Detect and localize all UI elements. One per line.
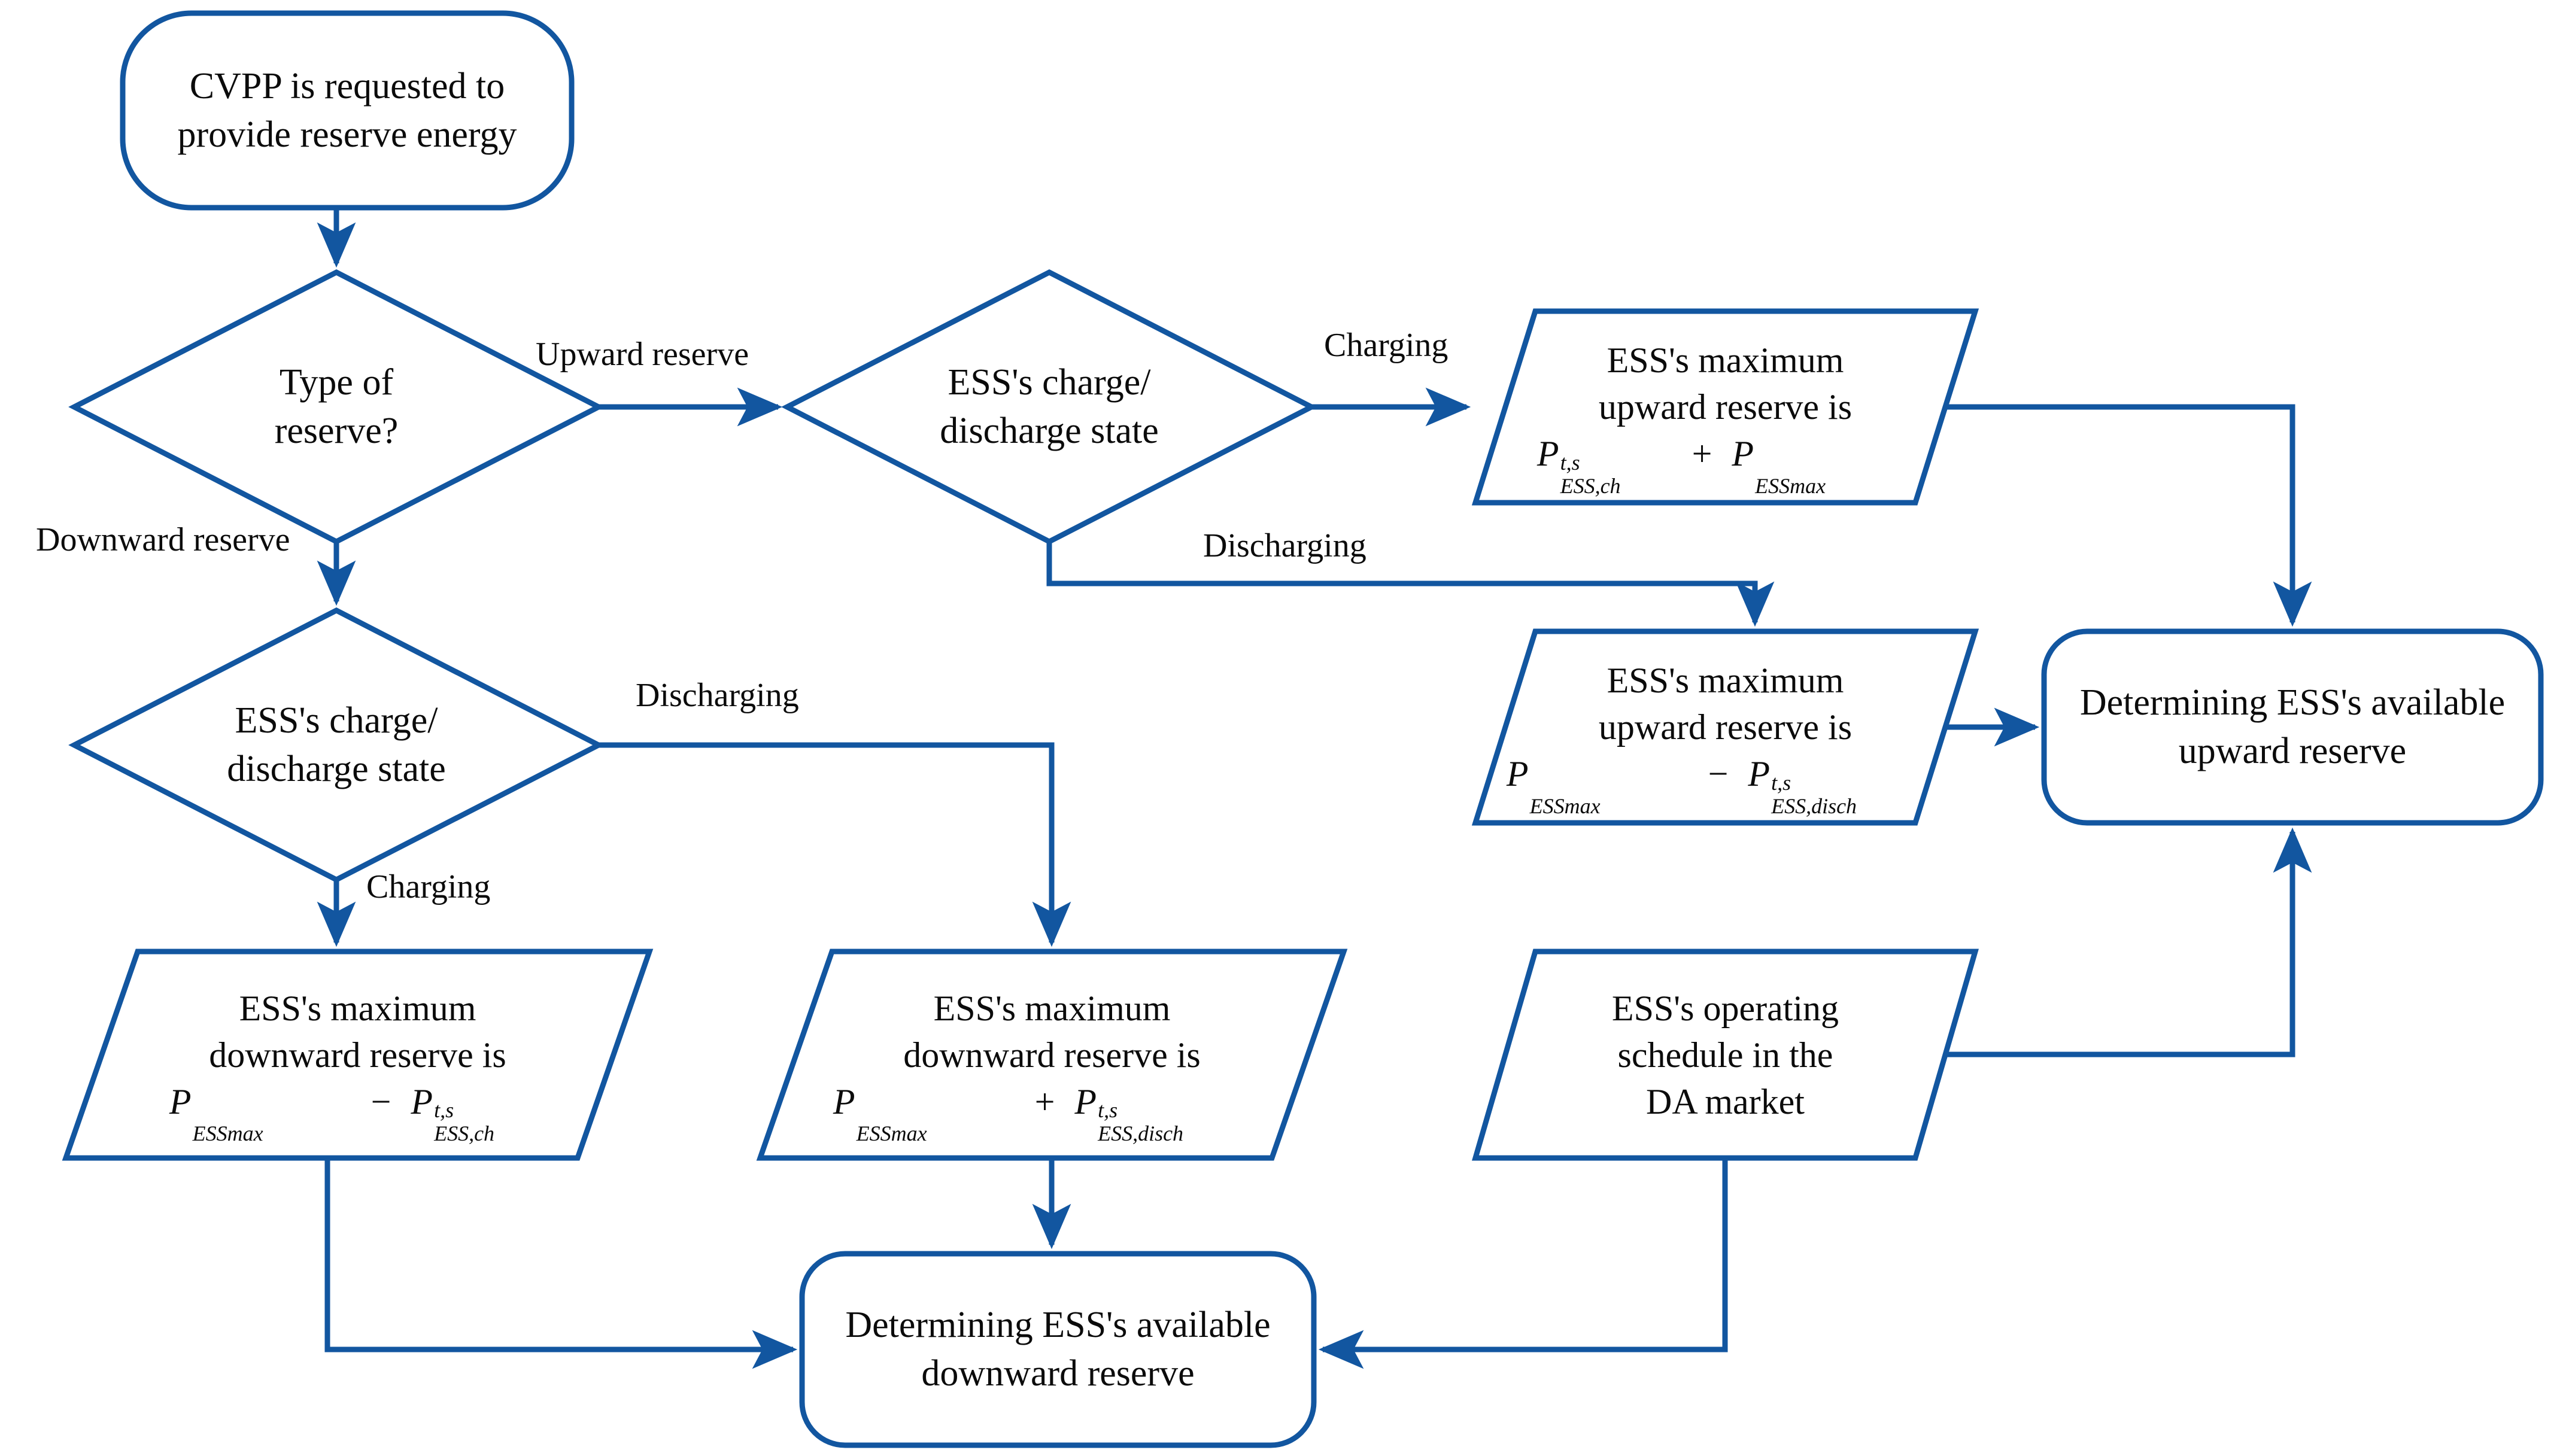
down-charging-box-shape	[62, 949, 654, 1161]
edge-label-up-discharging: Discharging	[1203, 527, 1366, 564]
up-discharging-box-shape	[1471, 628, 1979, 826]
start-node-shape	[120, 10, 575, 211]
edge-label-down-charging: Charging	[366, 868, 491, 905]
edge-da-to-end-upward	[1944, 827, 2312, 1057]
edge-down-discharging	[599, 742, 1071, 947]
up-charging-box-shape	[1471, 308, 1979, 506]
decision-type-shape	[68, 269, 605, 545]
edge-down-charging-to-end	[324, 1158, 798, 1369]
edge-label-down-discharging: Discharging	[636, 677, 799, 714]
edge-da-to-end-downward	[1318, 1158, 1728, 1369]
edge-label-upward-reserve: Upward reserve	[536, 336, 749, 373]
end-downward-shape	[799, 1251, 1317, 1448]
da-schedule-box-shape	[1472, 949, 1979, 1161]
decision-up-state-shape	[781, 269, 1317, 545]
edge-up-discharging	[1046, 542, 1775, 627]
edge-label-up-charging: Charging	[1324, 327, 1448, 364]
edge-up-charging-to-end	[1945, 404, 2312, 627]
end-upward-shape	[2041, 628, 2544, 826]
edge-label-downward-reserve: Downward reserve	[36, 521, 290, 558]
down-discharging-box-shape	[756, 949, 1348, 1161]
decision-down-state-shape	[68, 607, 605, 883]
